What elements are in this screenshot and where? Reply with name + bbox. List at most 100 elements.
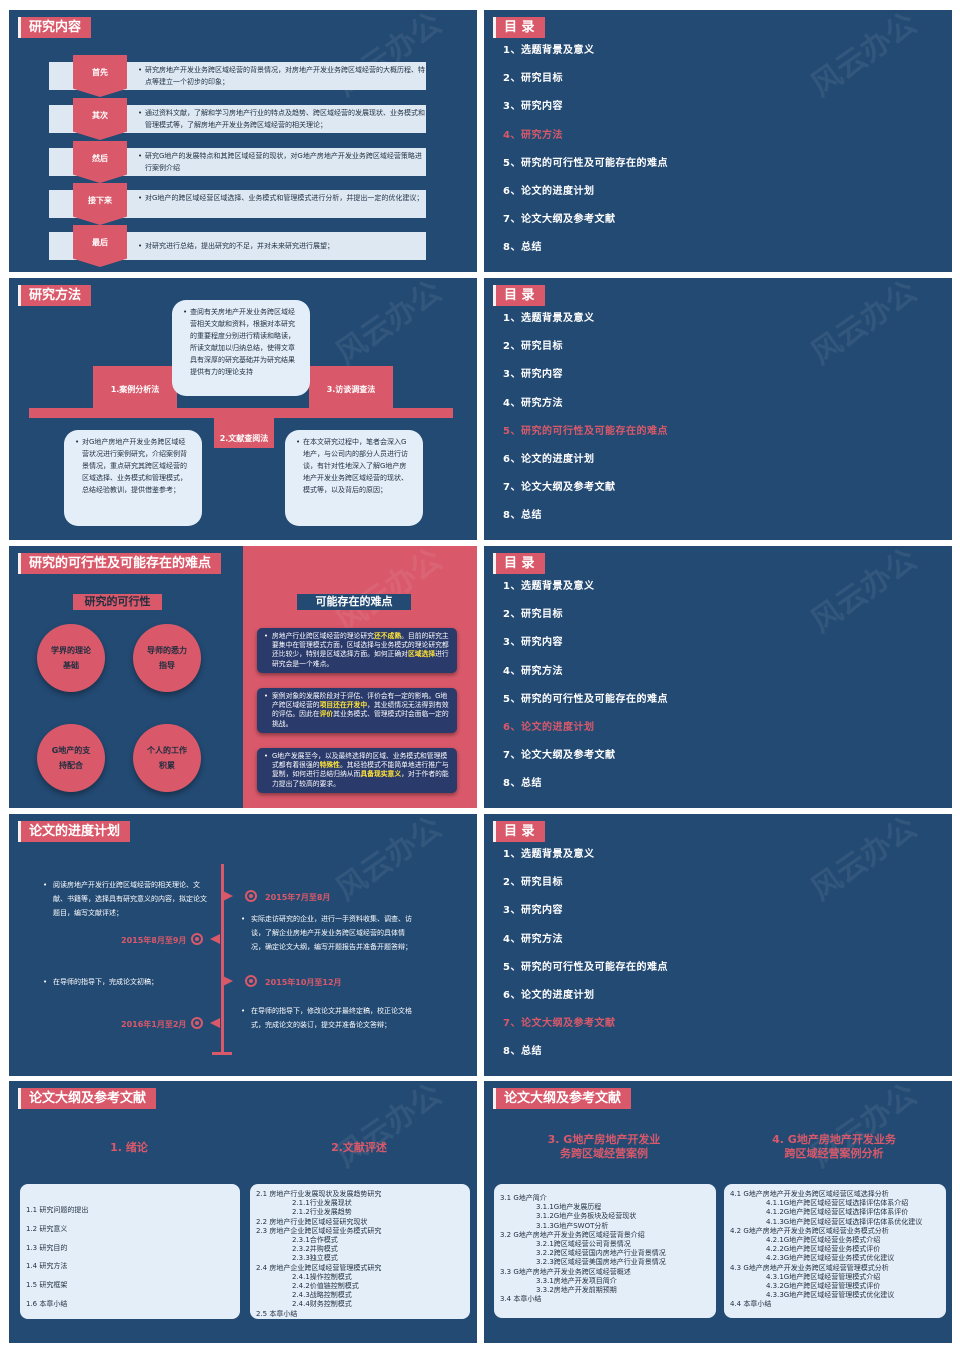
slide-toc-2: 目 录 风云办公 1、选题背景及意义 2、研究目标 3、研究内容 4、研究方法 …	[484, 278, 952, 540]
toc-item[interactable]: 2、研究目标	[503, 609, 563, 621]
outline-item: 4.4 本章小结	[730, 1300, 772, 1309]
row-text: 对研究进行总结，提出研究的不足，并对未来研究进行展望；	[138, 240, 425, 252]
outline-item: 3.2.2跨区域经营国内房地产行业背景情况	[536, 1249, 666, 1258]
outline-item: 3.3.2房地产开发前期预期	[536, 1286, 617, 1295]
toc-item[interactable]: 8、总结	[503, 242, 542, 254]
toc-item[interactable]: 8、总结	[503, 510, 542, 522]
card-text: 房地产行业跨区域经营的理论研究	[272, 632, 374, 640]
outline-item: 2.1 房地产行业发展现状及发展趋势研究	[256, 1190, 382, 1198]
toc-item[interactable]: 4、研究方法	[503, 397, 563, 409]
step-right	[309, 366, 393, 412]
outline-item: 1.5 研究框架	[26, 1281, 68, 1290]
row-text: 通过资料文献，了解和学习房地产行业的特点及趋势、跨区域经营的发展现状、业务模式和…	[138, 107, 425, 131]
card-text: 。其经验模式不能简单地进行推广与复制，如何进行总结归纳从而	[272, 761, 449, 779]
outline-item: 1.2 研究意义	[26, 1224, 68, 1233]
timeline-dot	[245, 890, 257, 902]
outline-item: 2.3 房地产企业跨区域经营业务模式研究	[256, 1226, 382, 1235]
toc-item[interactable]: 8、总结	[503, 778, 542, 790]
toc-item-active[interactable]: 5、研究的可行性及可能存在的难点	[503, 425, 668, 437]
toc-item[interactable]: 7、论文大纲及参考文献	[503, 482, 616, 494]
arrow-left-icon	[210, 934, 220, 944]
outline-item: 3.1 G地产简介	[500, 1194, 547, 1202]
toc-item[interactable]: 6、论文的进度计划	[503, 989, 595, 1001]
card-highlight: 特殊性	[319, 761, 340, 770]
timeline-dot	[245, 975, 257, 987]
toc-item[interactable]: 6、论文的进度计划	[503, 453, 595, 465]
outline-item: 2.4.3战略控制模式	[292, 1291, 352, 1300]
toc-item[interactable]: 4、研究方法	[503, 933, 563, 945]
slide-title: 目 录	[493, 17, 545, 38]
timeline-date: 2015年7月至8月	[265, 893, 331, 902]
feasibility-circle: 学界的理论基础	[37, 624, 105, 692]
outline-item: 1.1 研究问题的提出	[26, 1206, 89, 1214]
card-text: 。目前的研究主要集中在管理模式方面，区域选择与业务模式的理论研究都还比较少，特别…	[272, 632, 449, 659]
slide-title: 目 录	[493, 821, 545, 842]
outline-item: 4.3.3G地产跨区域经营管理模式优化建议	[766, 1291, 895, 1300]
toc-item[interactable]: 5、研究的可行性及可能存在的难点	[503, 693, 668, 705]
card-text: 进行研究会是一个难点。	[272, 650, 449, 668]
content-row-3: 研究G地产的发展特点和其跨区域经营的现状，对G地产房地产开发业务跨区域经营策略进…	[49, 141, 426, 183]
outline-item: 3.2.3跨区域经营美国房地产行业背景情况	[536, 1258, 666, 1267]
toc-item-active[interactable]: 7、论文大纲及参考文献	[503, 1018, 616, 1030]
toc-item[interactable]: 3、研究内容	[503, 101, 563, 113]
watermark: 风云办公	[329, 278, 449, 372]
timeline-text: 阅读房地产开发行业跨区域经营的相关理论、文献、书籍等，选择具有研究意义的内容，拟…	[43, 878, 213, 920]
toc-item[interactable]: 6、论文的进度计划	[503, 185, 595, 197]
row-tag: 其次	[73, 98, 127, 140]
toc-item[interactable]: 1、选题背景及意义	[503, 313, 595, 324]
outline-col-head: 3. G地产房地产开发业 务跨区域经营案例	[494, 1133, 714, 1161]
card-text: G地产发展至今，以及最终选择的区域、业务模式和管理模式都有着很强的	[272, 752, 448, 770]
timeline-dot	[191, 933, 203, 945]
toc-item[interactable]: 3、研究内容	[503, 905, 563, 917]
toc-list: 1、选题背景及意义 2、研究目标 3、研究内容 4、研究方法 5、研究的可行性及…	[503, 312, 668, 538]
outline-item: 4.1.1G地产跨区域经营区域选择评估体系介绍	[766, 1199, 909, 1208]
row-text: 研究G地产的发展特点和其跨区域经营的现状，对G地产房地产开发业务跨区域经营策略进…	[138, 150, 425, 174]
timeline-date: 2015年8月至9月	[121, 936, 187, 945]
outline-item: 3.3.1房地产开发项目简介	[536, 1276, 617, 1285]
slide-title: 论文大纲及参考文献	[493, 1088, 632, 1109]
toc-item-active[interactable]: 4、研究方法	[503, 129, 563, 141]
toc-item[interactable]: 1、选题背景及意义	[503, 581, 595, 592]
outline-item: 2.3.3独立模式	[292, 1254, 338, 1263]
timeline-text: 在导师的指导下，完成论文初稿；	[43, 975, 213, 989]
content-row-5: 对研究进行总结，提出研究的不足，并对未来研究进行展望； 最后	[49, 225, 426, 267]
toc-item-active[interactable]: 6、论文的进度计划	[503, 721, 595, 733]
outline-item: 2.4 房地产企业跨区域经营管理模式研究	[256, 1263, 382, 1272]
outline-item: 2.4.4财务控制模式	[292, 1300, 352, 1309]
toc-item[interactable]: 2、研究目标	[503, 877, 563, 889]
toc-item[interactable]: 1、选题背景及意义	[503, 849, 595, 860]
outline-item: 2.1.1行业发展现状	[292, 1199, 352, 1208]
arrow-right-icon	[223, 891, 233, 901]
outline-col-head-line: 3. G地产房地产开发业	[547, 1133, 661, 1146]
outline-col-head: 1. 绪论	[110, 1141, 148, 1154]
outline-item: 2.4.1操作控制模式	[292, 1272, 352, 1281]
toc-item[interactable]: 4、研究方法	[503, 665, 563, 677]
card-highlight: 评价	[319, 710, 334, 719]
toc-item[interactable]: 3、研究内容	[503, 637, 563, 649]
slide-research-content: 研究内容 风云办公 研究房地产开发业务跨区域经营的背景情况，对房地产开发业务跨区…	[9, 10, 477, 272]
outline-item: 3.2.1跨区域经营公司背景情况	[536, 1240, 631, 1249]
slide-title: 论文的进度计划	[18, 821, 131, 842]
toc-item[interactable]: 5、研究的可行性及可能存在的难点	[503, 961, 668, 973]
outline-item: 1.3 研究目的	[26, 1243, 68, 1252]
outline-col-head-line: 4. G地产房地产开发业务	[772, 1133, 896, 1146]
method-label-1: 1.案例分析法	[110, 385, 160, 394]
row-tag: 接下来	[73, 183, 127, 225]
toc-item[interactable]: 1、选题背景及意义	[503, 45, 595, 56]
card-highlight: 还不成熟	[373, 632, 402, 640]
toc-item[interactable]: 3、研究内容	[503, 369, 563, 381]
toc-item[interactable]: 5、研究的可行性及可能存在的难点	[503, 157, 668, 169]
watermark: 风云办公	[804, 814, 924, 908]
toc-item[interactable]: 8、总结	[503, 1046, 542, 1058]
toc-item[interactable]: 2、研究目标	[503, 341, 563, 353]
toc-item[interactable]: 2、研究目标	[503, 73, 563, 85]
slide-title: 目 录	[493, 285, 545, 306]
toc-item[interactable]: 7、论文大纲及参考文献	[503, 214, 616, 226]
card-text: 案例对象的发展阶段对于评估、评价会有一定的影响。G地产跨区域经营的	[272, 692, 448, 710]
watermark: 风云办公	[804, 10, 924, 104]
outline-item: 4.3 G地产房地产开发业务跨区域经营管理模式分析	[730, 1263, 889, 1272]
toc-item[interactable]: 7、论文大纲及参考文献	[503, 750, 616, 762]
outline-item: 4.1 G地产房地产开发业务跨区域经营区域选择分析	[730, 1190, 889, 1198]
outline-item: 4.2 G地产房地产开发业务跨区域经营业务模式分析	[730, 1226, 889, 1235]
